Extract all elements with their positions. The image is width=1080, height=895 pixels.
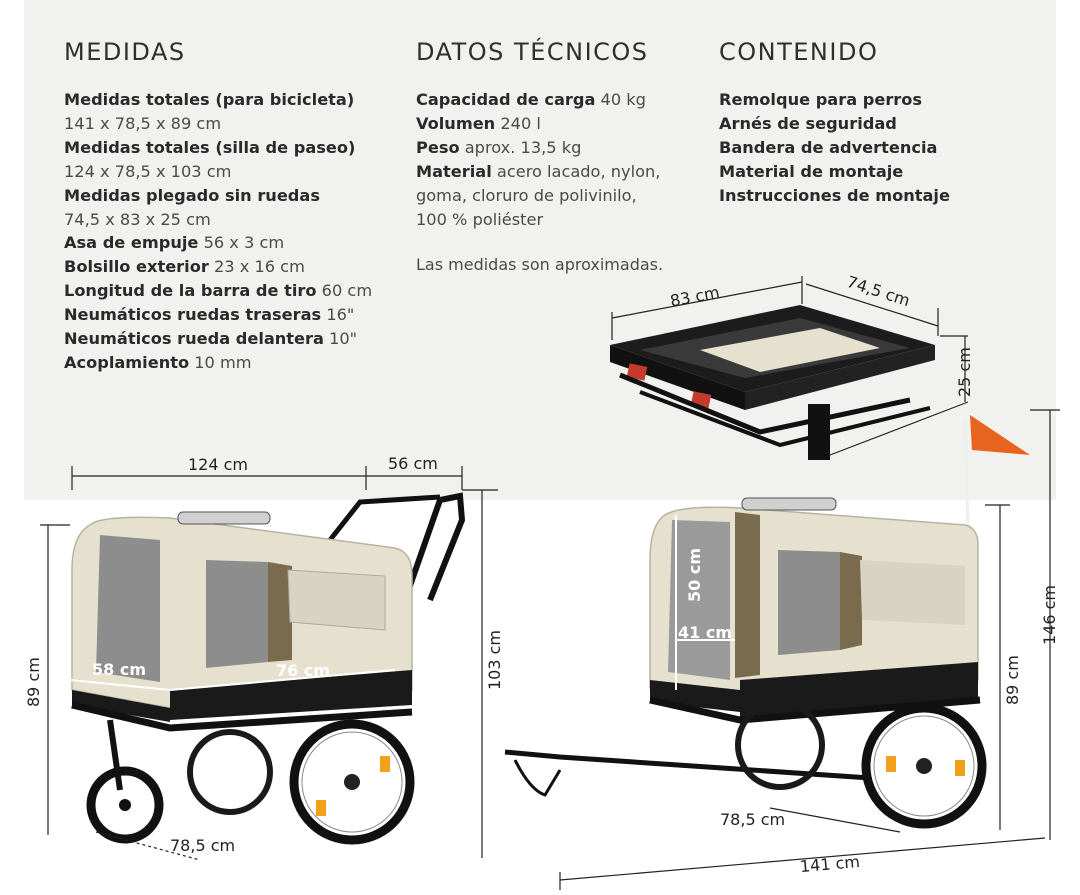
contenido-label: Arnés de seguridad <box>719 113 897 133</box>
stroller-width-label: 78,5 cm <box>170 836 235 855</box>
spec-panel <box>24 0 1056 500</box>
folded-length-label: 83 cm <box>669 282 722 310</box>
medidas-column: MEDIDAS Medidas totales (para bicicleta)… <box>64 38 372 375</box>
medidas-value: 56 x 3 cm <box>198 233 285 253</box>
datos-line: Capacidad de carga 40 kg <box>416 88 663 112</box>
medidas-line: 124 x 78,5 x 103 cm <box>64 160 372 184</box>
medidas-label: Medidas totales (para bicicleta) <box>64 90 355 109</box>
medidas-line: Medidas totales (para bicicleta) <box>64 88 372 112</box>
door-width-label: 58 cm <box>92 660 146 679</box>
medidas-line: 141 x 78,5 x 89 cm <box>64 112 372 136</box>
stroller-inner-dims <box>69 669 396 691</box>
bike-flag-height-label: 146 cm <box>1040 585 1059 645</box>
contenido-label: Instrucciones de montaje <box>719 185 950 205</box>
medidas-value: 10 mm <box>189 352 252 372</box>
medidas-value: 60 cm <box>316 281 373 301</box>
medidas-label: Acoplamiento <box>64 352 190 372</box>
medidas-value: 23 x 16 cm <box>208 257 305 277</box>
bike-width-label: 78,5 cm <box>720 810 785 829</box>
folded-width-label: 74,5 cm <box>845 272 913 310</box>
folded-dimension-lines <box>611 276 969 456</box>
medidas-title: MEDIDAS <box>64 38 186 66</box>
medidas-label: Asa de empuje <box>64 233 199 253</box>
contenido-title: CONTENIDO <box>719 38 879 66</box>
stroller-length-label: 124 cm <box>188 455 248 474</box>
bike-dimension-lines <box>559 409 1060 890</box>
datos-line: Peso aprox. 13,5 kg <box>416 136 663 160</box>
approx-note: Las medidas son aproximadas. <box>416 255 664 275</box>
datos-value: 40 kg <box>595 90 646 109</box>
datos-value: 240 l <box>495 113 541 133</box>
medidas-list: Medidas totales (para bicicleta) 141 x 78… <box>64 88 372 375</box>
stroller-trailer <box>71 492 466 845</box>
right-frame <box>1056 0 1080 895</box>
stroller-dimension-lines <box>40 466 498 861</box>
medidas-line: Neumáticos ruedas traseras 16" <box>64 303 372 327</box>
medidas-label: Neumáticos ruedas traseras <box>64 305 322 325</box>
datos-line: 100 % poliéster <box>416 208 663 232</box>
cabin-length-label: 76 cm <box>276 661 330 680</box>
datos-line: goma, cloruro de polivinilo, <box>416 184 663 208</box>
datos-title: DATOS TÉCNICOS <box>416 38 649 66</box>
datos-label: Material <box>416 161 492 181</box>
medidas-label: Medidas plegado sin ruedas <box>64 185 320 205</box>
datos-value: goma, cloruro de polivinilo, <box>416 185 637 205</box>
contenido-label: Remolque para perros <box>719 90 923 109</box>
datos-line: Material acero lacado, nylon, <box>416 160 663 184</box>
datos-line: Volumen 240 l <box>416 112 663 136</box>
medidas-line: Acoplamiento 10 mm <box>64 351 372 375</box>
medidas-line: Longitud de la barra de tiro 60 cm <box>64 279 372 303</box>
contenido-label: Material de montaje <box>719 161 904 181</box>
medidas-value: 10" <box>323 329 358 349</box>
left-frame <box>0 0 24 895</box>
datos-value: acero lacado, nylon, <box>491 161 661 181</box>
contenido-label: Bandera de advertencia <box>719 137 938 157</box>
datos-value: aprox. 13,5 kg <box>459 137 582 157</box>
bike-inner-dims <box>675 515 735 690</box>
medidas-line: Medidas totales (silla de paseo) <box>64 136 372 160</box>
datos-label: Capacidad de carga <box>416 90 596 109</box>
datos-value: 100 % poliéster <box>416 209 544 229</box>
bike-trailer <box>504 415 1030 829</box>
contenido-line: Instrucciones de montaje <box>719 184 950 208</box>
medidas-value: 16" <box>321 305 355 325</box>
medidas-value: 74,5 x 83 x 25 cm <box>64 209 211 229</box>
contenido-line: Bandera de advertencia <box>719 136 950 160</box>
medidas-line: Asa de empuje 56 x 3 cm <box>64 231 372 255</box>
door-height-label: 50 cm <box>685 548 704 602</box>
medidas-line: 74,5 x 83 x 25 cm <box>64 208 372 232</box>
medidas-line: Neumáticos rueda delantera 10" <box>64 327 372 351</box>
folded-trailer <box>610 305 935 460</box>
medidas-line: Medidas plegado sin ruedas <box>64 184 372 208</box>
datos-label: Volumen <box>416 113 496 133</box>
medidas-value: 124 x 78,5 x 103 cm <box>64 161 232 181</box>
medidas-label: Longitud de la barra de tiro <box>64 281 317 301</box>
medidas-value: 141 x 78,5 x 89 cm <box>64 113 222 133</box>
bike-cabin-height-label: 89 cm <box>1003 655 1022 705</box>
handle-length-label: 56 cm <box>388 454 438 473</box>
folded-height-label: 25 cm <box>955 347 974 397</box>
contenido-line: Material de montaje <box>719 160 950 184</box>
medidas-label: Bolsillo exterior <box>64 257 209 277</box>
medidas-label: Medidas totales (silla de paseo) <box>64 137 356 157</box>
door-inner-width-label: 41 cm <box>678 623 732 642</box>
medidas-label: Neumáticos rueda delantera <box>64 329 324 349</box>
medidas-line: Bolsillo exterior 23 x 16 cm <box>64 255 372 279</box>
contenido-line: Remolque para perros <box>719 88 950 112</box>
datos-label: Peso <box>416 137 460 157</box>
bike-length-label: 141 cm <box>799 852 860 876</box>
stroller-side-height-label: 89 cm <box>24 657 43 707</box>
stroller-height-label: 103 cm <box>485 630 504 690</box>
contenido-line: Arnés de seguridad <box>719 112 950 136</box>
